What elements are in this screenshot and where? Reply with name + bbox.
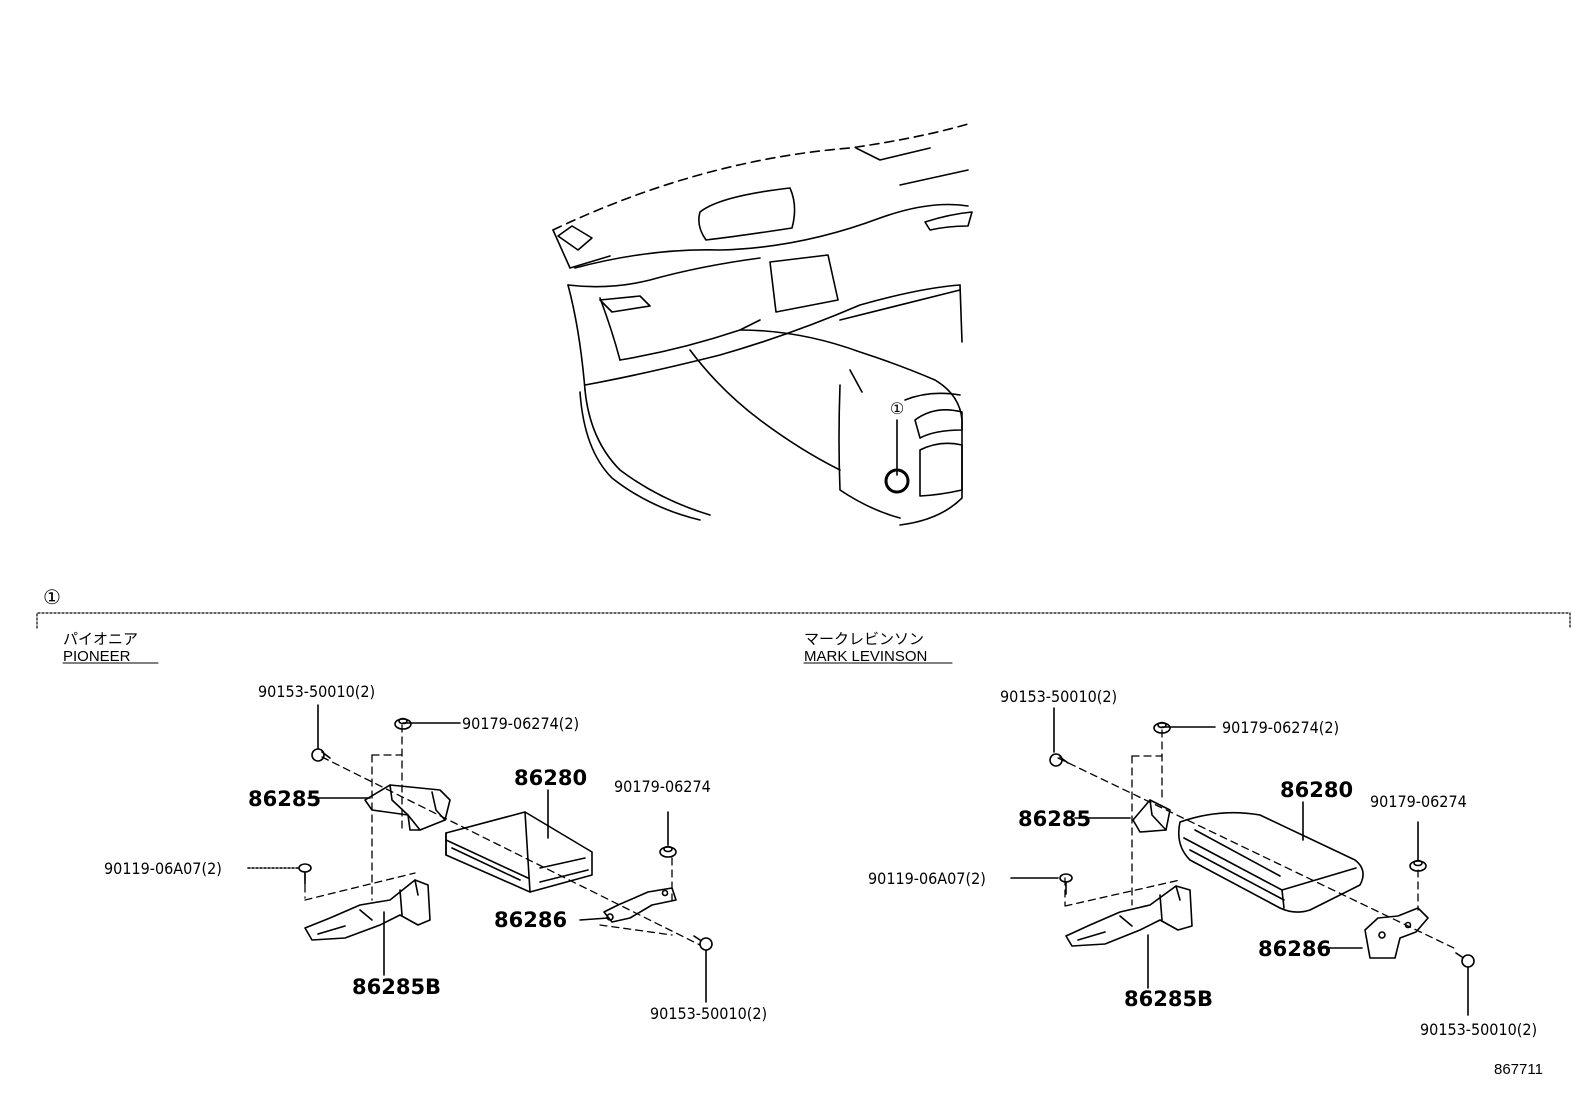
part-label-p-bolt-top[interactable]: 90153-50010(2) <box>258 682 375 701</box>
pioneer-bolt-bottom-icon <box>693 935 713 951</box>
section-frame <box>36 612 1571 664</box>
mark-levinson-bracket-86285-icon <box>1132 799 1171 833</box>
callout-marker-top: ① <box>890 399 904 418</box>
mark-levinson-amplifier-icon <box>1177 811 1364 913</box>
pioneer-bracket-86285-icon <box>364 784 451 831</box>
part-label-m-nut-top[interactable]: 90179-06274(2) <box>1222 718 1339 737</box>
part-label-m-bracket[interactable]: 86285 <box>1018 807 1091 831</box>
pioneer-bracket-86286-icon <box>603 887 677 923</box>
part-label-p-amp[interactable]: 86280 <box>514 766 587 790</box>
part-label-m-amp[interactable]: 86280 <box>1280 778 1353 802</box>
pioneer-nut-top-icon <box>394 717 412 730</box>
mark-levinson-assembly <box>1010 707 1475 1016</box>
pioneer-bracket-86285b-icon <box>304 879 431 941</box>
mark-levinson-screw-icon <box>1059 873 1073 895</box>
part-label-m-nut-right[interactable]: 90179-06274 <box>1370 792 1467 811</box>
pioneer-nut-right-icon <box>659 845 677 858</box>
part-label-p-bracket-b[interactable]: 86285B <box>352 975 441 999</box>
part-label-p-bracket[interactable]: 86285 <box>248 787 321 811</box>
part-label-m-screw[interactable]: 90119-06A07(2) <box>868 869 986 888</box>
mark-levinson-bolt-top-icon <box>1049 753 1069 767</box>
pioneer-label-en: PIONEER <box>63 648 131 665</box>
dashboard-illustration <box>552 123 973 526</box>
part-label-p-nut-top[interactable]: 90179-06274(2) <box>462 714 579 733</box>
pioneer-label-jp: パイオニア <box>63 631 138 648</box>
mark-levinson-bracket-86285b-icon <box>1065 885 1193 947</box>
callout-marker-section: ① <box>43 585 61 609</box>
mark-levinson-nut-top-icon <box>1153 721 1171 734</box>
part-label-m-bolt-bottom[interactable]: 90153-50010(2) <box>1420 1020 1537 1039</box>
part-label-p-bracket-right[interactable]: 86286 <box>494 908 567 932</box>
mark-levinson-nut-right-icon <box>1409 859 1427 872</box>
mark-levinson-bolt-bottom-icon <box>1455 952 1475 968</box>
mark-levinson-label-jp: マークレビンソン <box>804 631 924 648</box>
pioneer-amplifier-icon <box>445 811 593 893</box>
part-label-m-bolt-top[interactable]: 90153-50010(2) <box>1000 687 1117 706</box>
mark-levinson-label-en: MARK LEVINSON <box>804 648 927 665</box>
part-label-p-nut-right[interactable]: 90179-06274 <box>614 777 711 796</box>
pioneer-bolt-top-icon <box>311 748 331 762</box>
part-label-m-bracket-b[interactable]: 86285B <box>1124 987 1213 1011</box>
part-label-p-screw[interactable]: 90119-06A07(2) <box>104 859 222 878</box>
pioneer-screw-icon <box>298 863 312 885</box>
part-label-m-bracket-right[interactable]: 86286 <box>1258 937 1331 961</box>
mark-levinson-bracket-86286-icon <box>1364 907 1429 959</box>
part-label-p-bolt-bottom[interactable]: 90153-50010(2) <box>650 1004 767 1023</box>
diagram-reference-number: 867711 <box>1494 1061 1543 1078</box>
pioneer-assembly <box>247 704 713 1003</box>
